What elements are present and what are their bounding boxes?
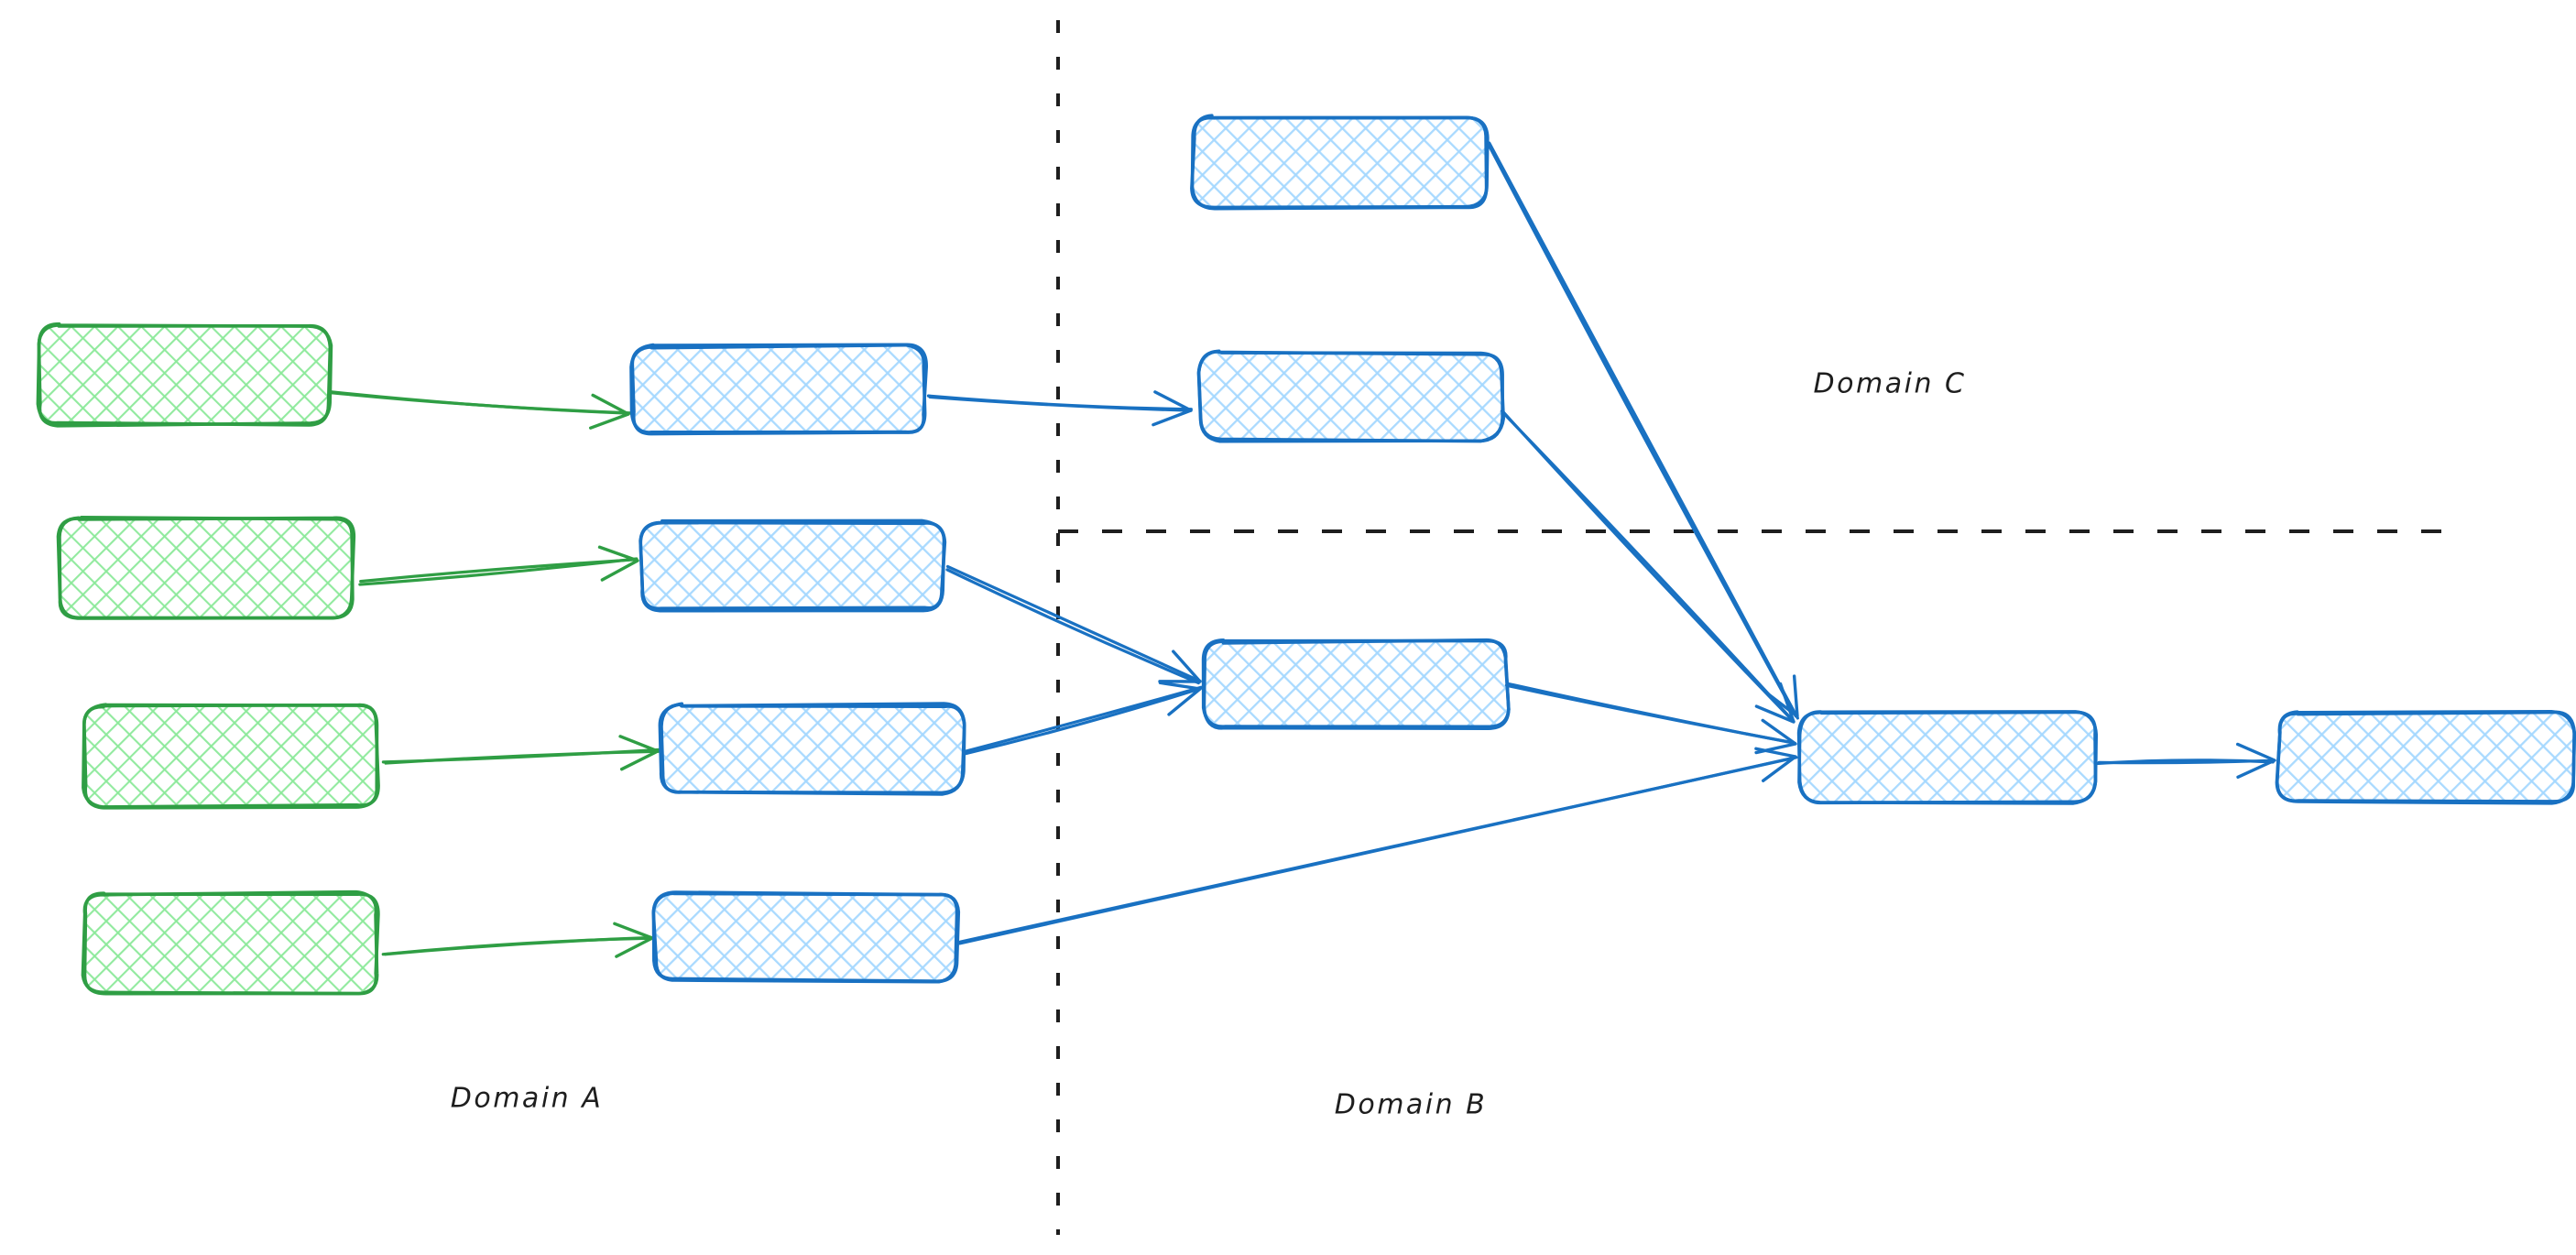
- node-outline-src-1: [36, 322, 333, 427]
- node-outline-mid-4: [651, 890, 959, 984]
- edge-b-mid-to-agg: [1500, 409, 1796, 724]
- label-domain-c: Domain C: [1814, 368, 1967, 400]
- edge-layer: [330, 141, 2276, 958]
- node-outline-out: [2275, 710, 2576, 803]
- node-fill-src-3: [84, 705, 377, 806]
- node-fill-mid-1: [632, 346, 925, 433]
- edge-mid-4-to-agg: [957, 747, 1798, 945]
- node-agg[interactable]: [1796, 710, 2099, 805]
- node-fill-src-4: [84, 893, 377, 994]
- divider-layer: [1056, 20, 2455, 1235]
- node-src-3[interactable]: [82, 703, 380, 810]
- node-outline-src-3: [82, 703, 380, 809]
- domain-label-layer: Domain A Domain B Domain C: [451, 368, 1967, 1121]
- node-fill-mid-4: [655, 893, 957, 980]
- node-b-mid[interactable]: [1196, 349, 1505, 443]
- edge-agg-to-out: [2095, 742, 2276, 780]
- node-fill-src-1: [38, 325, 330, 424]
- node-fill-b-low: [1205, 641, 1507, 728]
- node-b-low[interactable]: [1201, 638, 1511, 730]
- node-layer: [36, 114, 2576, 996]
- node-mid-3[interactable]: [658, 702, 966, 796]
- node-outline-src-2: [58, 515, 355, 620]
- node-fill-mid-2: [641, 522, 944, 609]
- node-b-top[interactable]: [1190, 114, 1490, 211]
- node-mid-2[interactable]: [639, 518, 947, 613]
- node-outline-b-mid: [1196, 350, 1504, 443]
- node-outline-mid-1: [630, 343, 928, 436]
- label-domain-a: Domain A: [451, 1083, 603, 1115]
- label-domain-b: Domain B: [1335, 1089, 1488, 1121]
- node-fill-mid-3: [661, 705, 964, 792]
- node-fill-out: [2278, 713, 2573, 802]
- edge-src-2-to-mid-2: [358, 545, 639, 586]
- node-outline-agg: [1797, 710, 2098, 805]
- node-fill-b-mid: [1200, 353, 1502, 440]
- node-outline-src-4: [82, 891, 380, 996]
- node-outline-mid-2: [639, 518, 946, 613]
- edge-src-1-to-mid-1: [330, 390, 632, 430]
- node-fill-b-top: [1193, 117, 1486, 207]
- node-out[interactable]: [2275, 709, 2576, 805]
- edge-src-4-to-mid-4: [381, 922, 654, 958]
- node-src-1[interactable]: [36, 322, 333, 428]
- node-src-4[interactable]: [81, 889, 380, 996]
- node-fill-agg: [1800, 713, 2095, 802]
- node-outline-b-top: [1190, 115, 1489, 211]
- node-outline-mid-3: [658, 702, 966, 795]
- edge-mid-2-to-b-low: [945, 564, 1202, 685]
- node-mid-4[interactable]: [651, 890, 961, 984]
- node-fill-src-2: [60, 518, 353, 618]
- node-mid-1[interactable]: [629, 343, 928, 436]
- edge-mid-3-to-b-low: [963, 681, 1203, 756]
- edge-mid-1-to-b-mid: [926, 390, 1193, 427]
- node-outline-b-low: [1202, 638, 1511, 730]
- edge-b-top-to-agg: [1488, 141, 1799, 720]
- node-src-2[interactable]: [56, 515, 356, 620]
- edge-b-low-to-agg: [1504, 682, 1797, 755]
- edge-src-3-to-mid-3: [381, 735, 661, 771]
